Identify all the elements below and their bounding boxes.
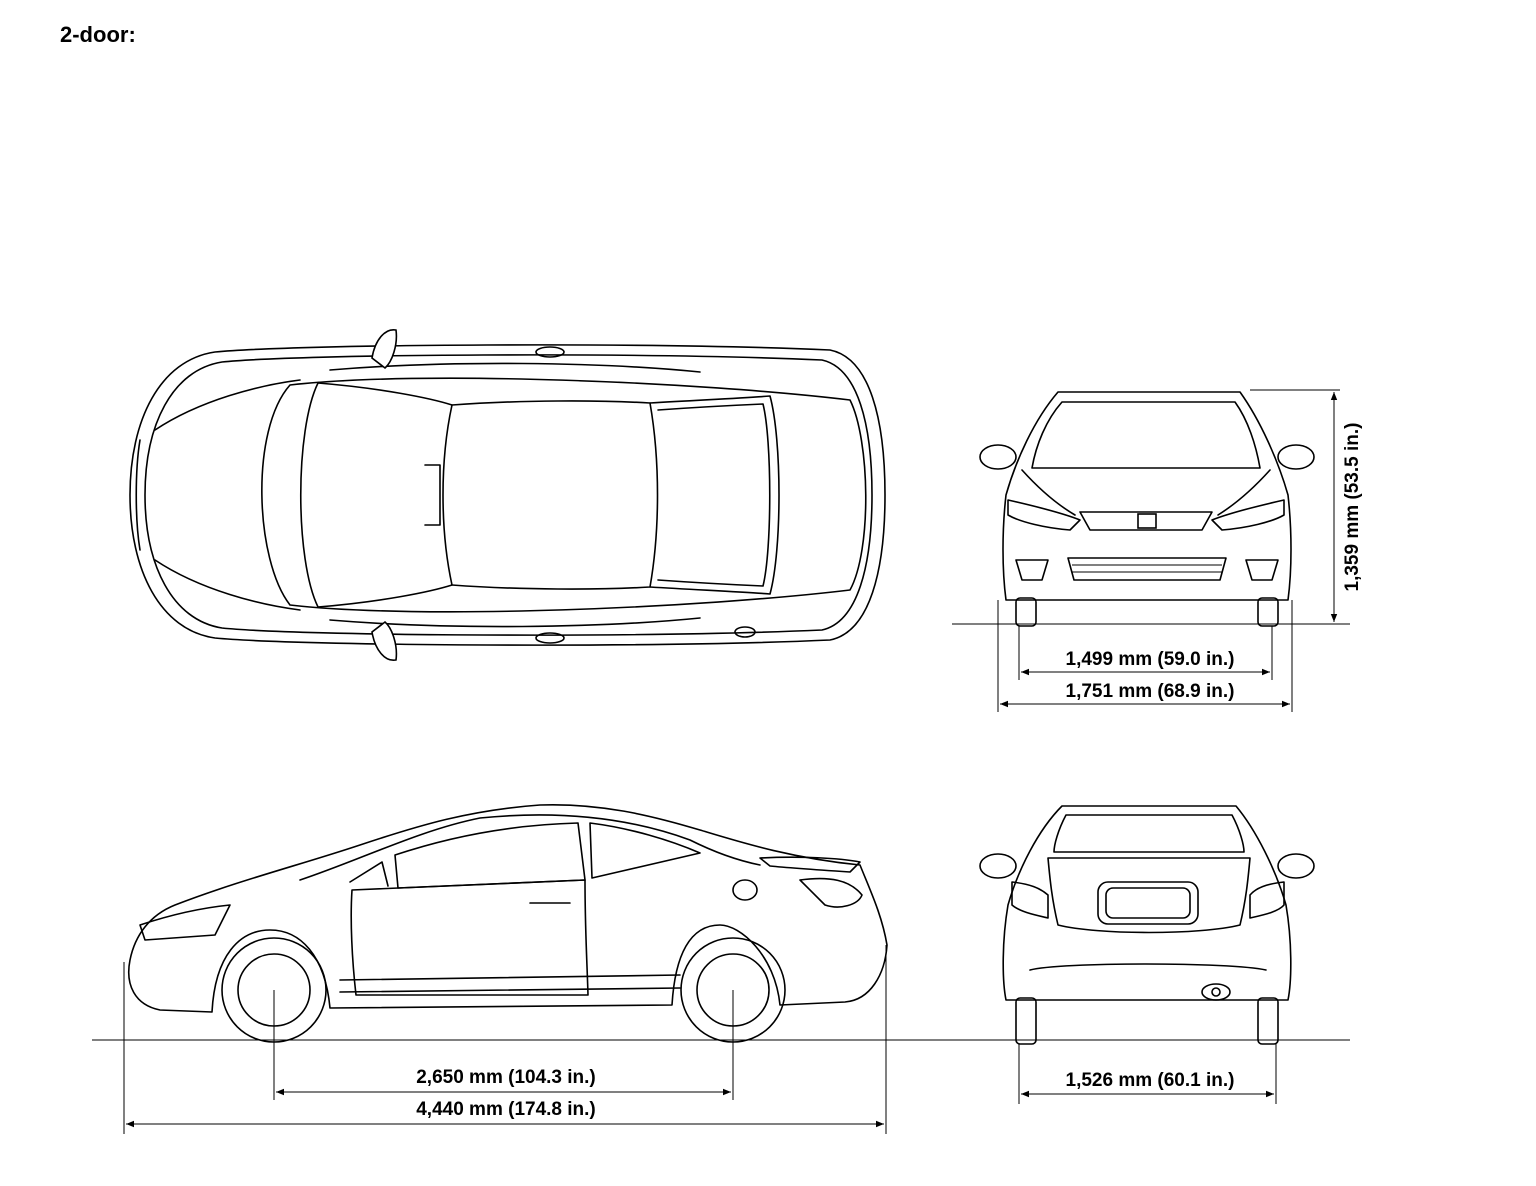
wheelbase-label: 2,650 mm (104.3 in.) <box>416 1067 596 1088</box>
side-view <box>128 803 888 1043</box>
front-track-label: 1,499 mm (59.0 in.) <box>1066 649 1235 670</box>
page-heading: 2-door: <box>60 22 136 47</box>
dimension-lines <box>92 389 1350 1134</box>
rear-track-label: 1,526 mm (60.1 in.) <box>1066 1070 1235 1091</box>
overall-length-label: 4,440 mm (174.8 in.) <box>416 1099 596 1120</box>
overall-width-label: 1,751 mm (68.9 in.) <box>1066 681 1235 702</box>
rear-view <box>979 805 1315 1045</box>
front-view <box>979 391 1315 627</box>
overall-height-label: 1,359 mm (53.5 in.) <box>1342 423 1363 592</box>
top-view <box>129 329 886 661</box>
